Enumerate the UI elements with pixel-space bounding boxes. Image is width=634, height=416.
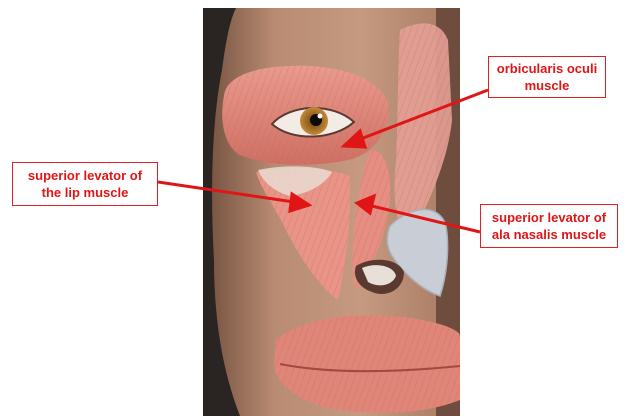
label-orbicularis-line1: orbicularis oculi	[497, 60, 597, 77]
label-levator-lip: superior levator of the lip muscle	[12, 162, 158, 206]
label-orbicularis-line2: muscle	[525, 77, 570, 94]
label-orbicularis-oculi: orbicularis oculi muscle	[488, 56, 606, 98]
label-ala-line1: superior levator of	[492, 209, 606, 226]
label-lip-line2: the lip muscle	[42, 184, 129, 201]
label-ala-line2: ala nasalis muscle	[492, 226, 606, 243]
label-lip-line1: superior levator of	[28, 167, 142, 184]
label-levator-ala-nasalis: superior levator of ala nasalis muscle	[480, 204, 618, 248]
